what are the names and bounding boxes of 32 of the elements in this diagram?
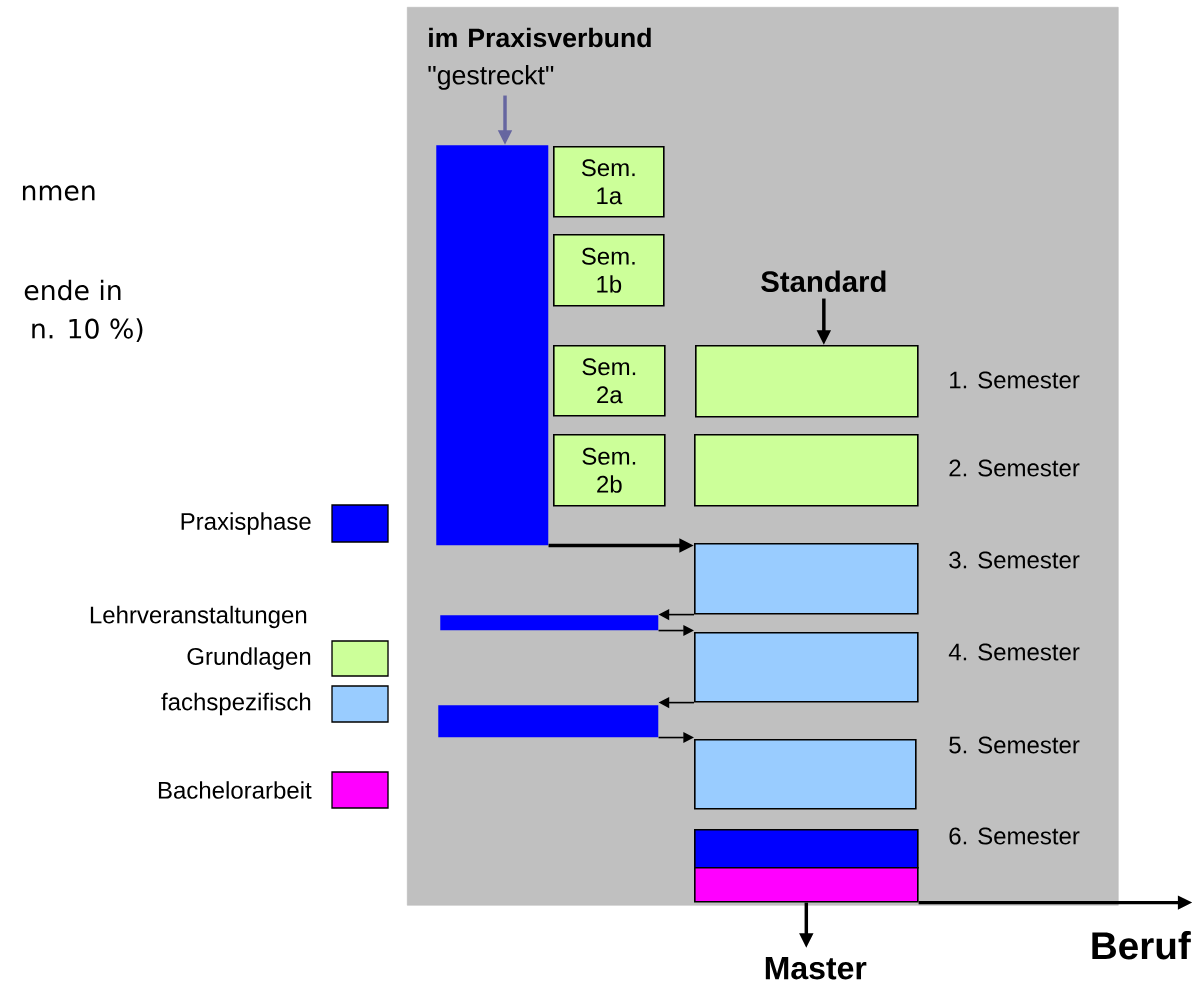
- semester-box: [694, 434, 919, 507]
- semester-label: 3. Semester: [949, 551, 1080, 569]
- master-label: Master: [765, 957, 867, 980]
- semester-label: 5. Semester: [949, 736, 1080, 754]
- standard-label: Standard: [761, 270, 886, 293]
- semester-box: [694, 739, 917, 810]
- semester-box: [694, 543, 919, 615]
- cut-off-text: ende in: [24, 279, 121, 301]
- thesis-box: [694, 867, 919, 903]
- phase-box: [694, 829, 919, 869]
- semester-box: [694, 632, 919, 703]
- beruf-label: Beruf: [1092, 931, 1191, 960]
- semester-label: 1. Semester: [950, 371, 1080, 389]
- semester-box: Sem. 2a: [553, 345, 666, 417]
- legend-heading: Lehrveranstaltungen: [90, 605, 307, 629]
- semester-box: [695, 345, 919, 418]
- heading-text: im Praxisverbund "gestreckt": [428, 27, 651, 90]
- phase-bar: [438, 705, 659, 738]
- legend-label: Praxisphase: [181, 512, 311, 535]
- legend-label: Grundlagen: [187, 647, 311, 670]
- semester-label: 4. Semester: [948, 643, 1080, 661]
- semester-box: Sem. 1b: [553, 234, 665, 307]
- phase-bar: [436, 145, 549, 546]
- legend-label: Bachelorarbeit: [158, 781, 312, 799]
- legend-label: fachspezifisch: [161, 692, 311, 716]
- semester-box: Sem. 1a: [553, 146, 665, 218]
- cut-off-text: n. 10 %): [32, 318, 143, 342]
- semester-box: Sem. 2b: [553, 434, 666, 507]
- phase-bar: [440, 615, 659, 631]
- semester-label: 2. Semester: [949, 459, 1080, 477]
- semester-label: 6. Semester: [949, 827, 1080, 845]
- cut-off-text: nmen: [23, 185, 95, 201]
